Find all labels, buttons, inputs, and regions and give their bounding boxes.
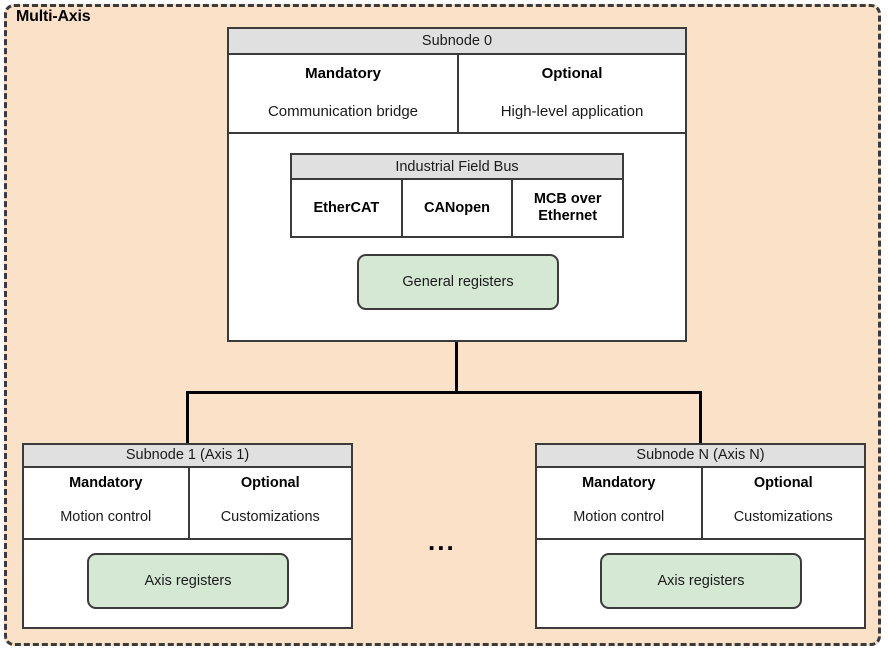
subnode-n-mandatory-title: Mandatory <box>582 475 656 491</box>
subnode-0-mandatory-value: Communication bridge <box>267 103 419 120</box>
subnode-n-optional-value: Customizations <box>733 508 833 525</box>
subnode-0-roles-row: Mandatory Communication bridge Optional … <box>229 55 685 134</box>
connector-subnode0-down <box>455 342 458 394</box>
subnode-1-mandatory-cell: Mandatory Motion control <box>24 468 188 538</box>
subnode-0-optional-cell: Optional High-level application <box>457 55 685 132</box>
fieldbus-option-canopen[interactable]: CANopen <box>400 180 512 236</box>
subnode-0: Subnode 0 Mandatory Communication bridge… <box>227 27 687 342</box>
subnode-1-optional-value: Customizations <box>220 508 320 525</box>
industrial-field-bus-block: Industrial Field Bus EtherCAT CANopen MC… <box>290 153 624 238</box>
subnode-1: Subnode 1 (Axis 1) Mandatory Motion cont… <box>22 443 353 629</box>
subnode-n-mandatory-value: Motion control <box>573 508 665 525</box>
subnode-n-header: Subnode N (Axis N) <box>537 445 864 468</box>
subnode-n-axis-registers-box[interactable]: Axis registers <box>600 553 802 609</box>
subnode-0-body: Industrial Field Bus EtherCAT CANopen MC… <box>229 134 685 340</box>
subnode-0-optional-title: Optional <box>541 65 603 82</box>
subnode-n-roles-row: Mandatory Motion control Optional Custom… <box>537 468 864 540</box>
subnode-0-mandatory-cell: Mandatory Communication bridge <box>229 55 457 132</box>
fieldbus-option-mcb-over-ethernet[interactable]: MCB over Ethernet <box>511 180 623 236</box>
multi-axis-title: Multi-Axis <box>16 8 91 25</box>
industrial-field-bus-options: EtherCAT CANopen MCB over Ethernet <box>292 180 623 236</box>
subnode-n-mandatory-cell: Mandatory Motion control <box>537 468 701 538</box>
connector-horizontal-bus <box>186 391 702 394</box>
industrial-field-bus-header: Industrial Field Bus <box>292 155 622 180</box>
subnode-0-mandatory-title: Mandatory <box>305 65 381 82</box>
subnode-0-header: Subnode 0 <box>229 29 685 55</box>
general-registers-box[interactable]: General registers <box>357 254 559 310</box>
fieldbus-option-ethercat[interactable]: EtherCAT <box>292 180 401 236</box>
subnode-1-axis-registers-box[interactable]: Axis registers <box>87 553 289 609</box>
subnode-n-optional-cell: Optional Customizations <box>700 468 864 538</box>
subnode-1-mandatory-value: Motion control <box>60 508 152 525</box>
subnode-1-roles-row: Mandatory Motion control Optional Custom… <box>24 468 351 540</box>
subnode-1-body: Axis registers <box>24 540 351 627</box>
subnode-0-optional-value: High-level application <box>500 103 644 120</box>
subnode-1-optional-title: Optional <box>240 475 300 491</box>
connector-to-subnodeN <box>699 391 702 445</box>
subnode-n-body: Axis registers <box>537 540 864 627</box>
subnode-n-optional-title: Optional <box>753 475 813 491</box>
subnode-1-optional-cell: Optional Customizations <box>187 468 351 538</box>
connector-to-subnode1 <box>186 391 189 445</box>
subnode-n: Subnode N (Axis N) Mandatory Motion cont… <box>535 443 866 629</box>
subnode-1-mandatory-title: Mandatory <box>69 475 143 491</box>
subnode-1-header: Subnode 1 (Axis 1) <box>24 445 351 468</box>
subnode-ellipsis: ... <box>428 526 456 556</box>
